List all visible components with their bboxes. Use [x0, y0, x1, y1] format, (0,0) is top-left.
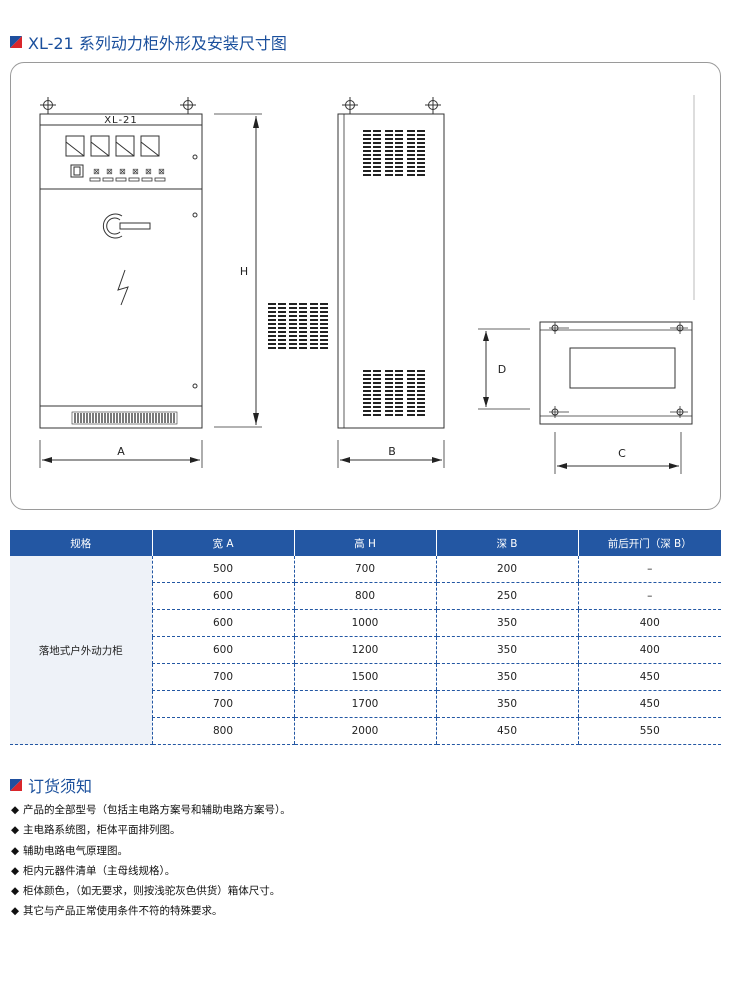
section-header-ordering: 订货须知 — [10, 773, 92, 797]
diamond-bullet-icon: ◆ — [11, 885, 20, 898]
table-cell: 1000 — [293, 609, 436, 637]
dim-a-label: A — [117, 445, 125, 458]
spec-table: 规格 宽 A 高 H 深 B 前后开门（深 B） 落地式户外动力柜 500 70… — [10, 530, 721, 745]
meter-icons — [65, 135, 160, 157]
column-header: 深 B — [435, 530, 578, 556]
list-item: ◆辅助电路电气原理图。 — [11, 841, 711, 861]
svg-text:⊠: ⊠ — [93, 167, 100, 176]
lifting-bolt-icon — [424, 96, 442, 114]
table-cell: – — [577, 582, 721, 610]
table-cell: 550 — [577, 717, 721, 745]
table-cell: 600 — [151, 609, 294, 637]
section-mark-icon — [10, 779, 22, 791]
category-cell: 落地式户外动力柜 — [10, 556, 152, 745]
svg-text:⊠: ⊠ — [132, 167, 139, 176]
dim-h-label: H — [240, 265, 248, 278]
mounting-hole-icon — [670, 322, 688, 334]
table-cell: 2000 — [293, 717, 436, 745]
lifting-bolt-icon — [341, 96, 359, 114]
mounting-hole-icon — [549, 322, 569, 334]
table-cell: 700 — [151, 690, 294, 718]
table-cell: 1500 — [293, 663, 436, 691]
list-item: ◆主电路系统图，柜体平面排列图。 — [11, 820, 711, 840]
warning-bolt-icon — [117, 269, 129, 306]
table-row: 700 1500 350 450 — [10, 663, 721, 691]
table-cell: 450 — [577, 690, 721, 718]
list-item: ◆柜体颜色，（如无要求，则按浅驼灰色供货）箱体尺寸。 — [11, 881, 711, 901]
table-row: 700 1700 350 450 — [10, 690, 721, 718]
diamond-bullet-icon: ◆ — [11, 905, 20, 918]
table-cell: 800 — [151, 717, 294, 745]
mounting-hole-icon — [549, 406, 569, 418]
table-cell: 350 — [435, 636, 578, 664]
plan-view: D C — [478, 321, 693, 474]
table-row: 800 2000 450 550 — [10, 717, 721, 745]
ordering-notes-list: ◆产品的全部型号（包括主电路方案号和辅助电路方案号）。 ◆主电路系统图，柜体平面… — [11, 800, 711, 922]
table-row: 600 800 250 – — [10, 582, 721, 610]
table-cell: 600 — [151, 636, 294, 664]
section-mark-icon — [10, 36, 22, 48]
door-handle-icon — [102, 213, 151, 239]
table-cell: 350 — [435, 609, 578, 637]
table-cell: 400 — [577, 636, 721, 664]
table-cell: 250 — [435, 582, 578, 610]
dim-d-label: D — [498, 363, 506, 376]
table-row: 落地式户外动力柜 500 700 200 – — [10, 556, 721, 745]
column-header: 高 H — [293, 530, 436, 556]
dim-b-label: B — [388, 445, 396, 458]
lifting-bolt-icon — [179, 96, 197, 114]
svg-text:⊠: ⊠ — [119, 167, 126, 176]
table-cell: 600 — [151, 582, 294, 610]
svg-text:⊠: ⊠ — [158, 167, 165, 176]
column-header: 规格 — [10, 530, 152, 556]
column-header: 前后开门（深 B） — [577, 530, 721, 556]
column-header: 宽 A — [151, 530, 294, 556]
section-title: XL-21 系列动力柜外形及安装尺寸图 — [28, 34, 287, 53]
table-cell: 450 — [435, 717, 578, 745]
vent-grille — [268, 303, 328, 349]
table-row: 600 1200 350 400 — [10, 636, 721, 664]
drawing-frame — [10, 62, 721, 510]
table-cell: 350 — [435, 690, 578, 718]
section-title: 订货须知 — [28, 777, 93, 796]
list-item: ◆其它与产品正常使用条件不符的特殊要求。 — [11, 901, 711, 921]
table-cell: 400 — [577, 609, 721, 637]
diamond-bullet-icon: ◆ — [11, 844, 20, 857]
table-cell: 350 — [435, 663, 578, 691]
table-cell: 1700 — [293, 690, 436, 718]
table-cell: – — [577, 556, 721, 583]
table-row: 600 1000 350 400 — [10, 609, 721, 637]
mounting-hole-icon — [670, 406, 688, 418]
section-header-dimensions: XL-21 系列动力柜外形及安装尺寸图 — [10, 30, 287, 54]
diamond-bullet-icon: ◆ — [11, 864, 20, 877]
table-cell: 500 — [151, 556, 294, 583]
list-item: ◆产品的全部型号（包括主电路方案号和辅助电路方案号）。 — [11, 800, 711, 820]
cabinet-outline-drawing: XL-21 ⊠ ⊠ ⊠ ⊠ ⊠ ⊠ — [39, 95, 695, 474]
table-cell: 200 — [435, 556, 578, 583]
list-item: ◆柜内元器件清单（主母线规格）。 — [11, 861, 711, 881]
table-cell: 700 — [293, 556, 436, 583]
table-header-row: 规格 宽 A 高 H 深 B 前后开门（深 B） — [10, 530, 721, 556]
side-view: B — [337, 96, 445, 468]
cabinet-label: XL-21 — [104, 115, 138, 126]
table-cell: 450 — [577, 663, 721, 691]
dim-c-label: C — [618, 447, 626, 460]
diamond-bullet-icon: ◆ — [11, 824, 20, 837]
svg-text:⊠: ⊠ — [145, 167, 152, 176]
svg-text:⊠: ⊠ — [106, 167, 113, 176]
table-cell: 700 — [151, 663, 294, 691]
diamond-bullet-icon: ◆ — [11, 804, 20, 816]
table-cell: 800 — [293, 582, 436, 610]
lifting-bolt-icon — [39, 96, 57, 114]
table-cell: 1200 — [293, 636, 436, 664]
front-view: XL-21 ⊠ ⊠ ⊠ ⊠ ⊠ ⊠ — [39, 96, 262, 468]
